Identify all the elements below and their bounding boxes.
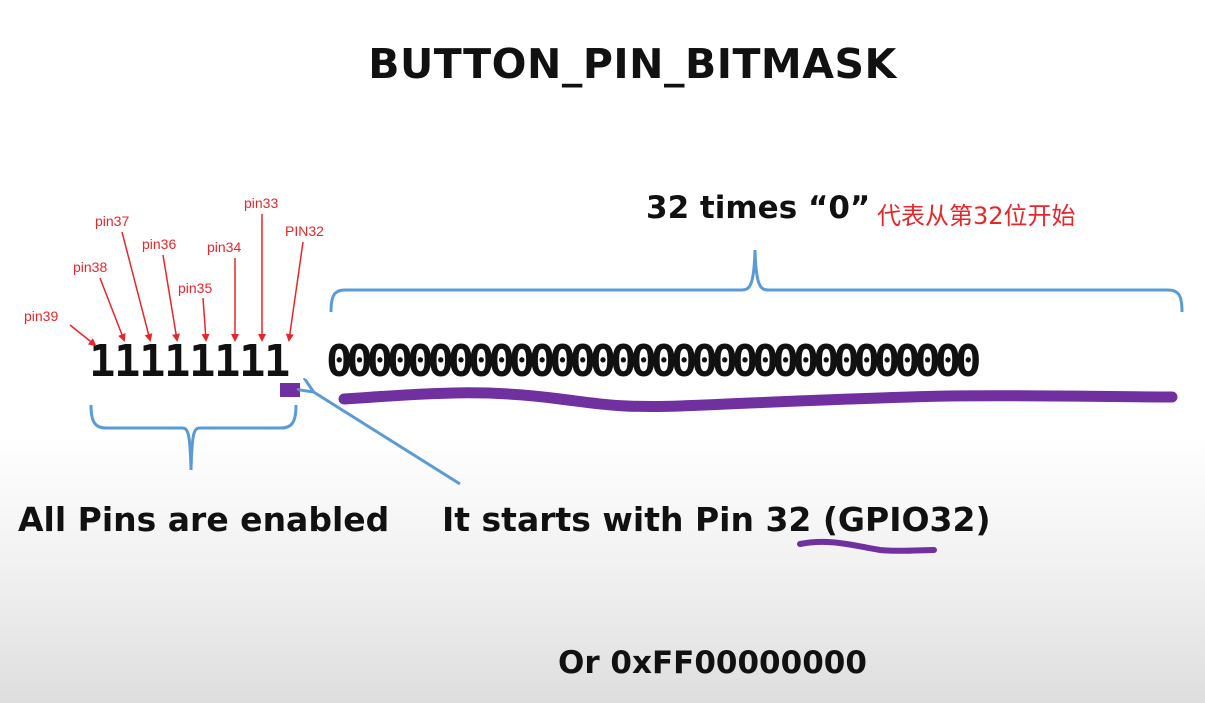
pin38-arrow bbox=[99, 277, 126, 342]
pin35-arrow bbox=[201, 297, 210, 342]
pin37-label: pin37 bbox=[95, 213, 130, 229]
pin38-label: pin38 bbox=[73, 259, 108, 275]
pin39-label: pin39 bbox=[24, 308, 59, 324]
pin36-arrow bbox=[162, 254, 180, 342]
pin34-label: pin34 bbox=[207, 239, 242, 255]
ones-brace bbox=[89, 404, 298, 471]
pin32-label: PIN32 bbox=[285, 223, 324, 239]
page-title: BUTTON_PIN_BITMASK bbox=[368, 40, 897, 88]
all-pins-label: All Pins are enabled bbox=[18, 500, 390, 539]
hex-label: Or 0xFF00000000 bbox=[558, 645, 867, 681]
ones-bits: 11111111 bbox=[89, 336, 290, 387]
chinese-note: 代表从第32位开始 bbox=[877, 202, 1076, 230]
zeros-bits: 00000000000000000000000000000000 bbox=[326, 336, 981, 387]
pin35-label: pin35 bbox=[178, 280, 213, 296]
start-arrow bbox=[312, 391, 461, 486]
pin32-arrow bbox=[285, 241, 304, 342]
pin36-label: pin36 bbox=[142, 236, 177, 252]
zeros-caption: 32 times “0” bbox=[646, 190, 871, 226]
pin33-label: pin33 bbox=[244, 195, 279, 211]
starts-label: It starts with Pin 32 (GPIO32) bbox=[442, 500, 991, 539]
zeros-brace bbox=[329, 249, 1184, 313]
zeros-underline bbox=[338, 387, 1178, 413]
gpio32-underline bbox=[797, 538, 937, 554]
